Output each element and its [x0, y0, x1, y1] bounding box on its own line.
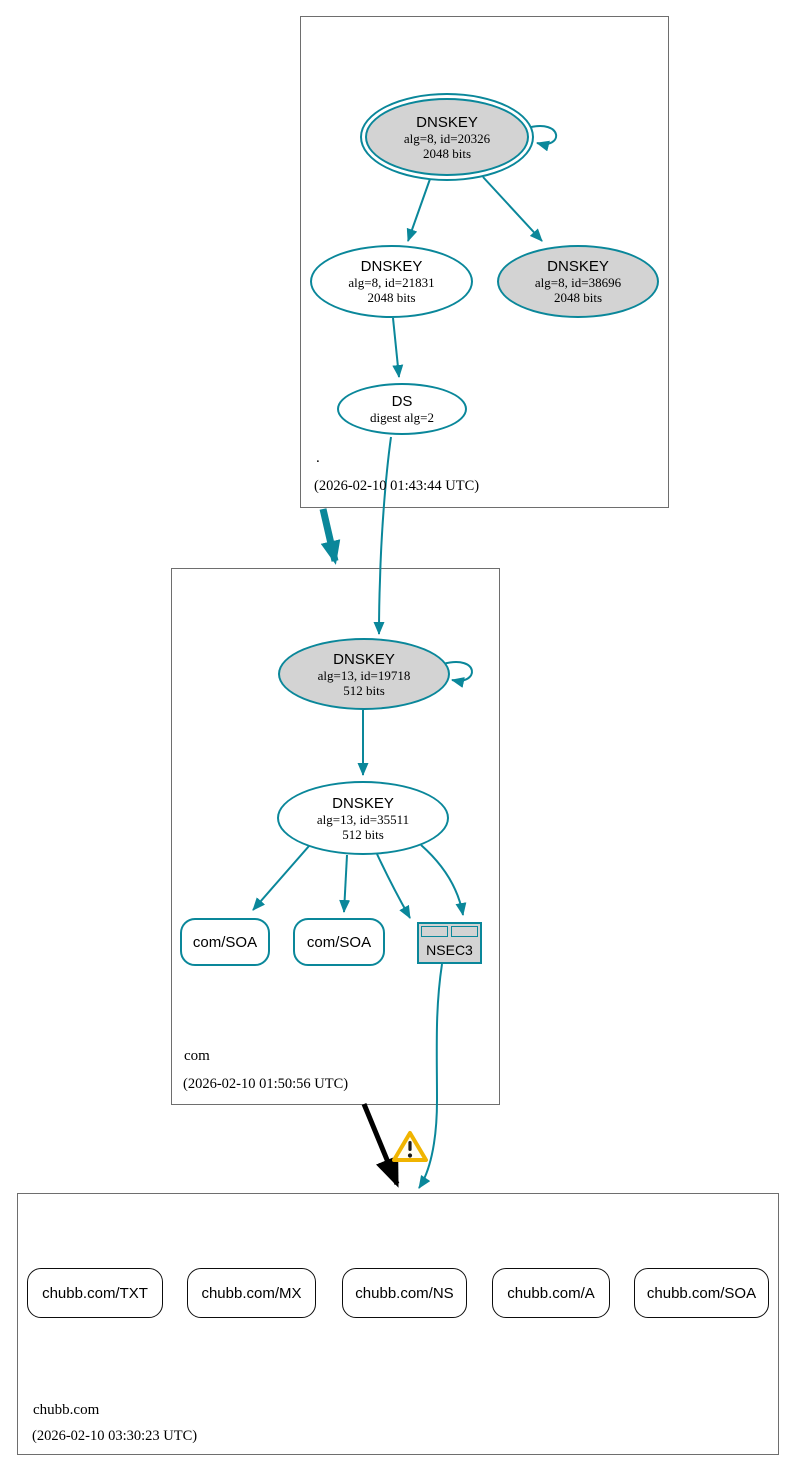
- edge-com-zsk-to-nsec3-right: [420, 844, 467, 916]
- node-root-ksk-dnskey-20326[interactable]: DNSKEY alg=8, id=20326 2048 bits: [360, 93, 534, 181]
- node-chubb-a[interactable]: chubb.com/A: [492, 1268, 610, 1318]
- dnskey-title: DNSKEY: [360, 258, 423, 275]
- edge-root-ksk-to-zsk: [406, 178, 431, 242]
- node-chubb-mx[interactable]: chubb.com/MX: [187, 1268, 316, 1318]
- node-com-soa-2[interactable]: com/SOA: [293, 918, 385, 966]
- nsec3-cells: [419, 924, 480, 937]
- rrset-label: chubb.com/NS: [355, 1284, 454, 1302]
- edge-delegation-root-to-com: [319, 508, 341, 565]
- node-root-dnskey-38696[interactable]: DNSKEY alg=8, id=38696 2048 bits: [497, 245, 659, 318]
- dnskey-title: DNSKEY: [547, 258, 609, 275]
- edge-root-zsk-to-ds: [392, 317, 404, 378]
- rrset-label: com/SOA: [306, 933, 372, 951]
- zone-label-com: com: [184, 1048, 210, 1064]
- dnskey-size: 512 bits: [342, 826, 384, 842]
- zone-timestamp-com: (2026-02-10 01:50:56 UTC): [183, 1076, 349, 1092]
- dnskey-size: 2048 bits: [422, 145, 472, 161]
- nsec3-cell-right: [451, 926, 478, 937]
- edge-delegation-com-to-chubb: [361, 1103, 400, 1188]
- zone-label-root: .: [316, 450, 320, 466]
- dnskey-detail: alg=8, id=21831: [348, 275, 435, 290]
- dnskey-title: DNSKEY: [333, 650, 395, 668]
- rrset-label: chubb.com/MX: [201, 1284, 302, 1302]
- zone-box-chubb: [17, 1193, 779, 1455]
- rrset-label: chubb.com/SOA: [646, 1284, 757, 1302]
- node-chubb-ns[interactable]: chubb.com/NS: [342, 1268, 467, 1318]
- zone-box-root: [300, 16, 669, 508]
- zone-label-chubb: chubb.com: [33, 1402, 100, 1418]
- rrset-label: chubb.com/TXT: [42, 1284, 148, 1302]
- node-chubb-txt[interactable]: chubb.com/TXT: [27, 1268, 163, 1318]
- edge-com-zsk-to-nsec3-left: [376, 853, 411, 919]
- edge-root-ksk-selfloop: [526, 125, 557, 152]
- warning-exclamation-dot: [407, 1153, 413, 1158]
- rrset-label: chubb.com/A: [507, 1284, 595, 1302]
- dnskey-size: 2048 bits: [367, 290, 416, 305]
- ds-title: DS: [391, 393, 413, 410]
- ds-detail: digest alg=2: [369, 410, 435, 425]
- edge-com-zsk-to-soa1: [252, 845, 310, 911]
- node-chubb-soa[interactable]: chubb.com/SOA: [634, 1268, 769, 1318]
- dnskey-detail: alg=13, id=19718: [317, 667, 411, 683]
- rrset-label: com/SOA: [192, 933, 258, 951]
- edge-nsec3-to-chubb: [418, 963, 443, 1189]
- zone-timestamp-chubb: (2026-02-10 03:30:23 UTC): [32, 1428, 198, 1444]
- dnskey-size: 2048 bits: [553, 290, 603, 305]
- zone-box-com: [171, 568, 500, 1105]
- node-root-zsk-dnskey-21831[interactable]: DNSKEY alg=8, id=21831 2048 bits: [310, 245, 473, 318]
- nsec3-cell-left: [421, 926, 448, 937]
- dnskey-title: DNSKEY: [332, 794, 394, 812]
- edge-root-ksk-to-key38696: [482, 176, 543, 242]
- zone-timestamp-root: (2026-02-10 01:43:44 UTC): [314, 478, 480, 494]
- warning-exclamation-bar: [408, 1141, 412, 1151]
- warning-icon[interactable]: [391, 1130, 429, 1164]
- dnskey-detail: alg=8, id=20326: [403, 130, 491, 146]
- node-root-ksk-inner-ring: DNSKEY alg=8, id=20326 2048 bits: [365, 98, 529, 176]
- dnskey-title: DNSKEY: [416, 113, 478, 131]
- edge-ds-to-com-ksk: [373, 436, 392, 635]
- edge-com-ksk-selfloop: [442, 661, 473, 688]
- node-com-ksk-dnskey-19718[interactable]: DNSKEY alg=13, id=19718 512 bits: [278, 638, 450, 710]
- edge-com-zsk-to-soa2: [339, 854, 351, 913]
- node-root-ds[interactable]: DS digest alg=2: [337, 383, 467, 435]
- dnskey-size: 512 bits: [343, 682, 385, 698]
- dnskey-detail: alg=13, id=35511: [316, 811, 410, 827]
- node-com-nsec3[interactable]: NSEC3: [417, 922, 482, 964]
- node-com-soa-1[interactable]: com/SOA: [180, 918, 270, 966]
- nsec3-label: NSEC3: [426, 941, 473, 958]
- dnskey-detail: alg=8, id=38696: [534, 275, 622, 290]
- node-com-zsk-dnskey-35511[interactable]: DNSKEY alg=13, id=35511 512 bits: [277, 781, 449, 855]
